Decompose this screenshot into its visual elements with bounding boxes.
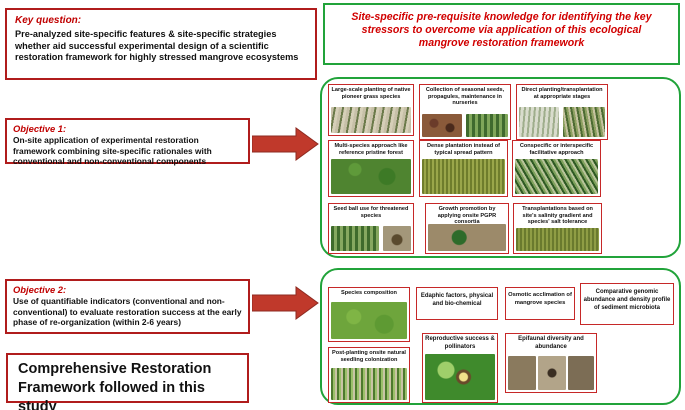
key-question-body: Pre-analyzed site-specific features & si…: [15, 29, 299, 62]
card-pgpr: Growth promotion by applying onsite PGPR…: [425, 203, 509, 254]
card-label: Reproductive success & pollinators: [425, 336, 495, 350]
prerequisite-header-text: Site-specific pre-requisite knowledge fo…: [351, 11, 652, 49]
objective2-box: Objective 2: Use of quantifiable indicat…: [5, 279, 250, 334]
transplant-photo-1: [519, 107, 559, 137]
seed-ball-photo-2: [383, 226, 411, 251]
objective2-body: Use of quantifiable indicators (conventi…: [13, 296, 242, 328]
card-direct-planting: Direct planting/transplantation at appro…: [516, 84, 608, 140]
card-label: Epifaunal diversity and abundance: [518, 336, 584, 350]
epifauna-photo-3: [568, 356, 594, 390]
card-label: Dense plantation instead of typical spre…: [426, 143, 501, 156]
objective1-methods-panel: Large-scale planting of native pioneer g…: [320, 77, 681, 258]
objective1-body: On-site application of experimental rest…: [13, 135, 212, 167]
card-edaphic: Edaphic factors, physical and bio-chemic…: [416, 287, 498, 320]
facilitative-photo: [515, 159, 598, 194]
objective2-title: Objective 2:: [13, 284, 67, 295]
card-label: Osmotic acclimation of mangrove species: [508, 292, 572, 306]
key-question-title: Key question:: [15, 15, 82, 26]
objective2-arrow: [252, 286, 319, 320]
card-label: Post-planting onsite natural seedling co…: [332, 350, 406, 363]
card-grass-planting: Large-scale planting of native pioneer g…: [328, 84, 414, 136]
seedling-photo: [331, 368, 407, 400]
card-label: Species composition: [341, 290, 397, 296]
comprehensive-line1: Comprehensive Restoration: [18, 361, 212, 377]
card-species-composition: Species composition: [328, 287, 410, 342]
salinity-photo: [516, 228, 599, 251]
card-seed-collection: Collection of seasonal seeds, propagules…: [419, 84, 511, 140]
objective1-arrow: [252, 127, 319, 161]
card-dense-plantation: Dense plantation instead of typical spre…: [419, 140, 508, 197]
species-composition-photo: [331, 302, 407, 339]
key-question-box: Key question: Pre-analyzed site-specific…: [5, 8, 317, 80]
card-label: Conspecific or interspecific facilitativ…: [519, 143, 594, 156]
prerequisite-header-box: Site-specific pre-requisite knowledge fo…: [323, 3, 680, 65]
card-genomic: Comparative genomic abundance and densit…: [580, 283, 674, 325]
card-seed-ball: Seed ball use for threatened species: [328, 203, 414, 254]
seeds-photo: [422, 114, 462, 137]
epifauna-photo-1: [508, 356, 536, 390]
comprehensive-framework-box: Comprehensive Restoration Framework foll…: [6, 353, 249, 410]
card-label: Comparative genomic abundance and densit…: [583, 289, 671, 311]
objective1-box: Objective 1: On-site application of expe…: [5, 118, 250, 167]
epifauna-photo-2: [538, 356, 566, 390]
seed-ball-photo-1: [331, 226, 379, 251]
card-label: Multi-species approach like reference pr…: [334, 143, 408, 156]
pgpr-photo: [428, 224, 506, 251]
card-facilitative: Conspecific or interspecific facilitativ…: [512, 140, 601, 197]
grass-planting-photo: [331, 107, 411, 133]
objective2-indicators-panel: Species composition Edaphic factors, phy…: [320, 268, 681, 405]
card-osmotic: Osmotic acclimation of mangrove species: [505, 287, 575, 320]
card-multi-species: Multi-species approach like reference pr…: [328, 140, 414, 197]
objective1-title: Objective 1:: [13, 123, 67, 134]
pollinator-photo: [425, 354, 495, 400]
card-label: Collection of seasonal seeds, propagules…: [425, 87, 505, 107]
card-label: Large-scale planting of native pioneer g…: [331, 87, 411, 100]
card-reproductive: Reproductive success & pollinators: [422, 333, 498, 403]
card-label: Transplantations based on site's salinit…: [522, 206, 593, 226]
multi-species-photo: [331, 159, 411, 194]
card-label: Seed ball use for threatened species: [333, 206, 409, 219]
nursery-photo: [466, 114, 508, 137]
transplant-photo-2: [563, 107, 605, 137]
card-label: Growth promotion by applying onsite PGPR…: [437, 206, 497, 226]
card-epifaunal: Epifaunal diversity and abundance: [505, 333, 597, 393]
card-salinity: Transplantations based on site's salinit…: [513, 203, 602, 254]
dense-plantation-photo: [422, 159, 505, 194]
card-label: Direct planting/transplantation at appro…: [521, 87, 603, 100]
comprehensive-line2: Framework followed in this study: [18, 380, 205, 410]
card-seedling-colonization: Post-planting onsite natural seedling co…: [328, 347, 410, 403]
card-label: Edaphic factors, physical and bio-chemic…: [420, 293, 494, 307]
